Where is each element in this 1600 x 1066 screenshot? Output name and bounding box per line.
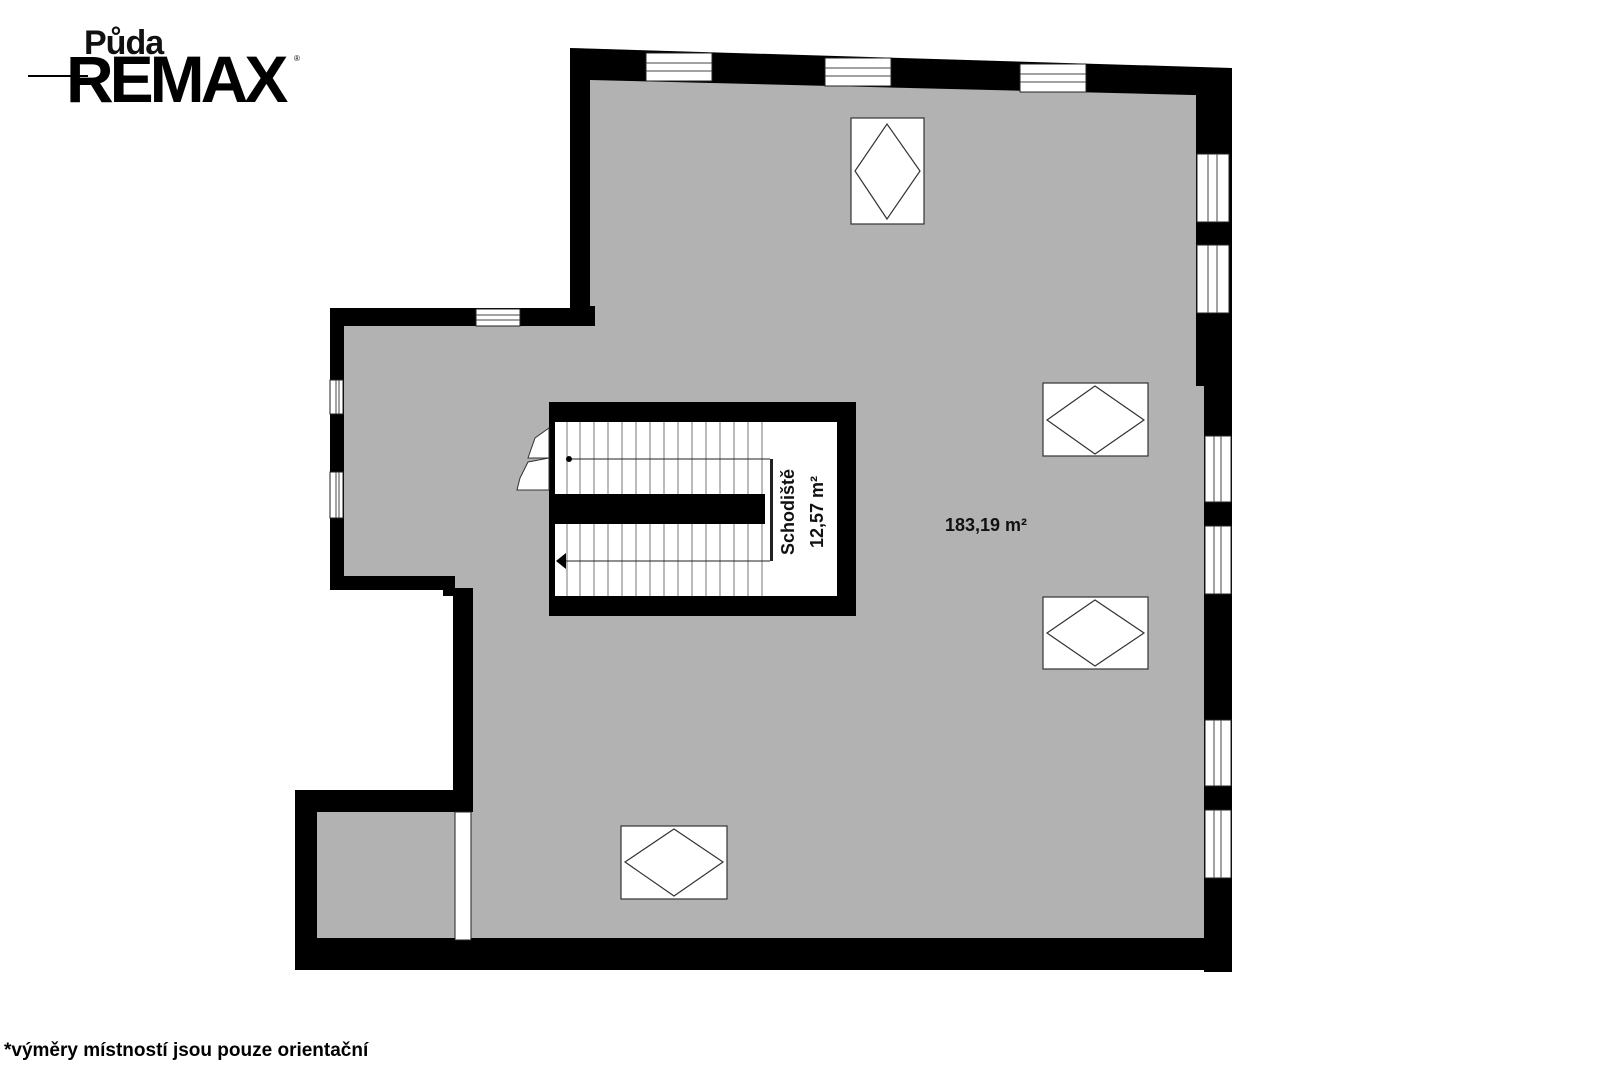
staircase xyxy=(516,402,856,616)
stair-treads xyxy=(566,422,763,596)
area-disclaimer: *výměry místností jsou pouze orientační xyxy=(4,1040,369,1061)
registered-mark: ® xyxy=(294,54,300,63)
skylight-right-lower xyxy=(1042,596,1149,670)
stair-start-dot xyxy=(566,456,572,462)
main-area-label: 183,19 m² xyxy=(945,515,1027,535)
stair-arrow-head xyxy=(556,553,566,569)
skylight-top xyxy=(850,117,925,225)
logo-underline xyxy=(28,75,88,77)
floor-title: Půda xyxy=(84,24,164,62)
skylights xyxy=(620,117,1149,900)
stair-name-label: Schodiště xyxy=(778,469,798,555)
windows xyxy=(329,52,1232,941)
stair-area-label: 12,57 m² xyxy=(807,476,827,548)
skylight-bottom xyxy=(620,825,728,900)
door-swing-icon xyxy=(516,427,550,491)
remax-logo: REMAX xyxy=(66,42,288,116)
skylight-right-upper xyxy=(1042,382,1149,457)
window-lines xyxy=(335,62,1222,878)
